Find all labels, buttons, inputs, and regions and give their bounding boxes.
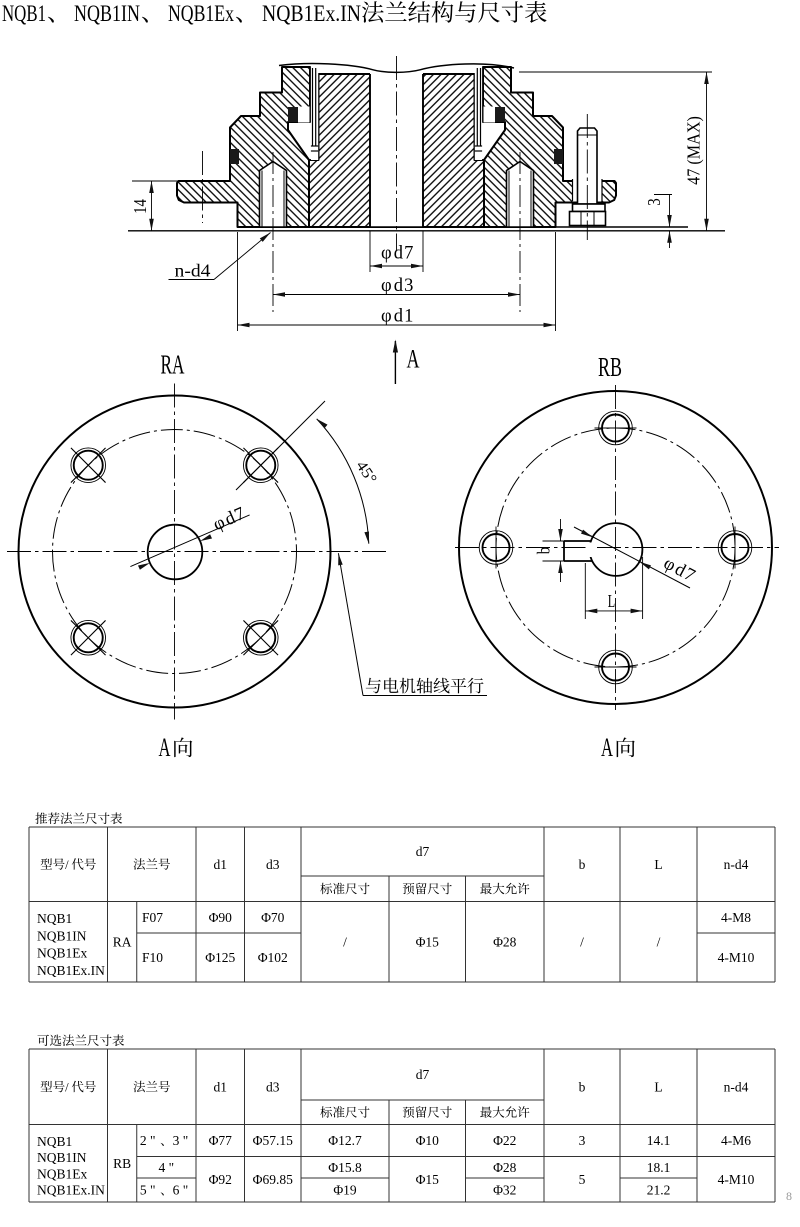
svg-text:Φ77: Φ77 [209,1133,233,1148]
svg-text:4-M8: 4-M8 [721,910,751,925]
svg-text:/: / [580,934,584,949]
svg-text:d1: d1 [214,857,228,872]
svg-text:Φ70: Φ70 [261,910,285,925]
svg-text:/: / [343,934,347,949]
svg-text:Φ15: Φ15 [416,1172,440,1187]
svg-text:Φ19: Φ19 [333,1183,357,1198]
svg-text:Φ15: Φ15 [416,934,440,949]
svg-text:4-M6: 4-M6 [721,1133,751,1148]
svg-text:RB: RB [113,1156,131,1171]
svg-text:NQB1Ex.IN: NQB1Ex.IN [37,1183,105,1198]
svg-text:21.2: 21.2 [647,1183,671,1198]
svg-text:Φ15.8: Φ15.8 [328,1160,362,1175]
svg-text:Φ28: Φ28 [493,934,517,949]
svg-text:n-d4: n-d4 [175,261,211,281]
svg-text:NQB1Ex: NQB1Ex [37,1166,87,1181]
svg-text:14.1: 14.1 [647,1133,671,1148]
svg-text:2 ": 2 " [140,1133,156,1148]
svg-text:φd3: φd3 [381,276,413,296]
svg-text:4-M10: 4-M10 [718,1172,755,1187]
svg-text:Φ102: Φ102 [258,950,288,965]
svg-text:3: 3 [644,198,664,206]
svg-text:F07: F07 [142,910,163,925]
svg-text:/: / [65,858,69,872]
svg-text:18.1: 18.1 [647,1160,671,1175]
svg-text:Φ69.85: Φ69.85 [253,1172,293,1187]
svg-text:d7: d7 [416,1067,430,1082]
svg-text:NQB1IN: NQB1IN [37,928,87,943]
svg-text:A: A [407,345,420,374]
svg-text:4 ": 4 " [159,1160,175,1175]
svg-text:φd1: φd1 [381,307,413,327]
svg-text:NQB1: NQB1 [2,1,46,26]
svg-text:b: b [579,857,586,872]
svg-text:φd7: φd7 [381,244,413,264]
svg-text:F10: F10 [142,950,163,965]
svg-text:L: L [654,857,662,872]
svg-text:3: 3 [579,1133,586,1148]
svg-text:Φ12.7: Φ12.7 [328,1133,362,1148]
svg-text:RA: RA [161,350,185,380]
svg-text:Φ10: Φ10 [416,1133,440,1148]
svg-text:8: 8 [786,1189,792,1203]
svg-text:A: A [159,733,171,762]
svg-text:5 ": 5 " [140,1183,156,1198]
svg-text:NQB1IN: NQB1IN [74,1,140,26]
svg-text:/: / [657,934,661,949]
svg-text:5: 5 [579,1172,586,1187]
svg-text:3 ": 3 " [173,1133,189,1148]
svg-text:Φ90: Φ90 [209,910,233,925]
svg-text:NQB1Ex.IN: NQB1Ex.IN [262,1,361,26]
svg-text:Φ22: Φ22 [493,1133,516,1148]
svg-text:6 ": 6 " [173,1183,189,1198]
svg-text:NQB1Ex: NQB1Ex [168,1,234,26]
svg-text:NQB1: NQB1 [37,1134,72,1149]
svg-text:A: A [601,733,613,762]
svg-text:Φ32: Φ32 [493,1183,516,1198]
svg-text:14: 14 [130,199,150,214]
svg-text:4-M10: 4-M10 [718,950,755,965]
svg-text:d3: d3 [266,1079,280,1094]
svg-text:b: b [534,547,554,555]
svg-text:/: / [65,1080,69,1094]
svg-text:n-d4: n-d4 [724,1079,749,1094]
svg-text:Φ92: Φ92 [209,1172,232,1187]
svg-text:d7: d7 [416,844,430,859]
svg-text:d3: d3 [266,857,280,872]
svg-text:NQB1Ex: NQB1Ex [37,946,87,961]
svg-text:Φ57.15: Φ57.15 [253,1133,293,1148]
svg-text:b: b [579,1079,586,1094]
svg-text:47 (MAX): 47 (MAX) [684,116,704,185]
svg-text:NQB1: NQB1 [37,911,72,926]
svg-text:NQB1IN: NQB1IN [37,1150,87,1165]
svg-text:RA: RA [113,934,132,949]
svg-text:n-d4: n-d4 [724,857,749,872]
svg-text:Φ125: Φ125 [205,950,235,965]
svg-text:RB: RB [598,352,622,382]
svg-text:NQB1Ex.IN: NQB1Ex.IN [37,963,105,978]
svg-text:L: L [608,591,615,611]
svg-text:d1: d1 [214,1079,228,1094]
svg-text:L: L [654,1079,662,1094]
svg-text:Φ28: Φ28 [493,1160,517,1175]
